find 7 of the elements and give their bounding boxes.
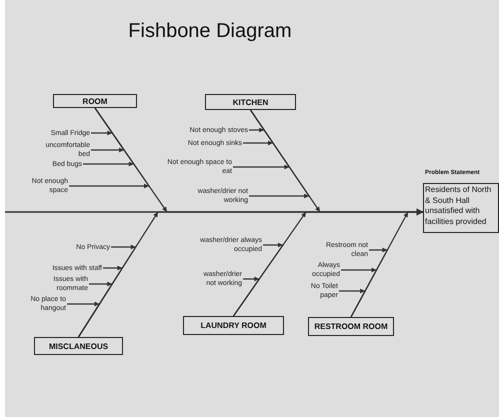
problem-statement-box: Residents of North & South Hall unsatisfied with facilities provided [423, 183, 499, 233]
category-box: MISCLANEOUS [34, 337, 123, 355]
diagram-title: Fishbone Diagram [127, 20, 293, 43]
category-box: KITCHEN [205, 94, 296, 110]
category-box: RESTROOM ROOM [308, 317, 394, 336]
category-box: LAUNDRY ROOM [183, 316, 284, 335]
category-box: ROOM [53, 94, 137, 108]
